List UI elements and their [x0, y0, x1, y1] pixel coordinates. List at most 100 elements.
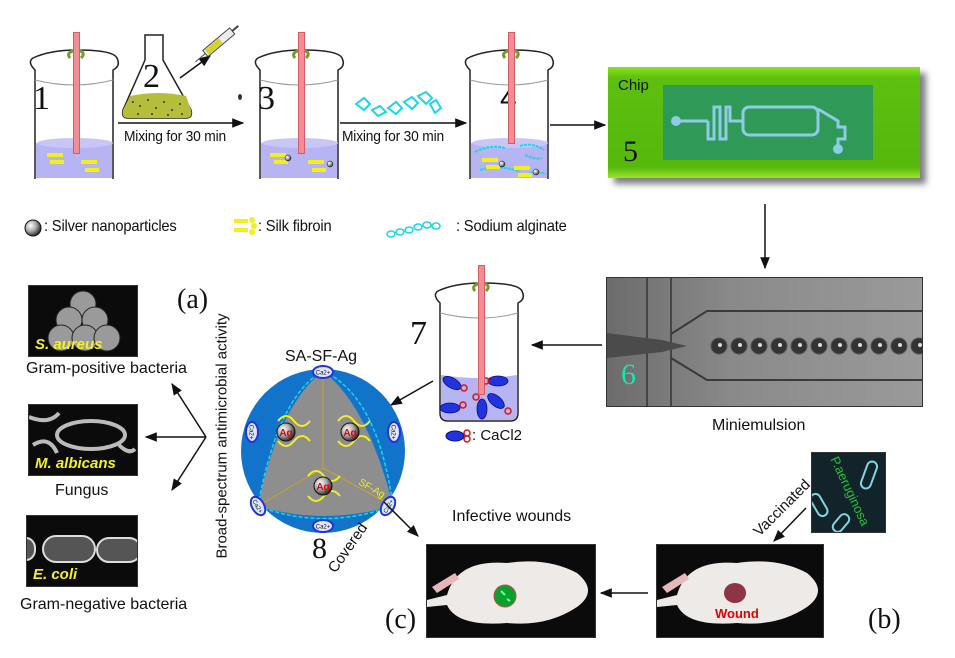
legend-silk-label: : Silk fibroin: [258, 218, 332, 235]
droplet-highlight: [838, 343, 842, 347]
stir-rod: [73, 32, 80, 154]
p-aeruginosa-micrograph: P.aeruginosa: [811, 452, 886, 533]
miniemulsion-micrograph: 6: [606, 277, 923, 407]
droplet-highlight: [718, 343, 722, 347]
legend-silver-label: : Silver nanoparticles: [44, 218, 177, 235]
caption-fungus: Fungus: [55, 482, 109, 499]
sodium-alginate-icon: [386, 221, 441, 238]
panel-letter-a: (a): [177, 284, 209, 315]
droplet: [910, 337, 922, 355]
sodium-alginate-chain-icon: [354, 90, 443, 118]
silver-core: [313, 476, 333, 496]
ag-label: Ag: [279, 428, 292, 439]
panel-letter-c: (c): [385, 604, 417, 635]
silk-fibroin-icon: [234, 217, 257, 235]
arrow-6-to-7: [530, 340, 602, 350]
arrow-mix-2: [340, 118, 468, 128]
step-number-6: 6: [621, 358, 636, 391]
cocci-cluster-icon: [47, 290, 121, 352]
droplet-channel-icon: [607, 278, 922, 406]
arrow-vaccinated: [773, 507, 807, 542]
caption-gram-negative: Gram-negative bacteria: [20, 596, 188, 613]
step-number-1: 1: [33, 80, 50, 117]
chip-icon: [608, 67, 920, 178]
droplet-highlight: [798, 343, 802, 347]
droplet-highlight: [738, 343, 742, 347]
wounded-mouse-photo: Wound: [656, 544, 824, 638]
legend: : Silver nanoparticles : Silk fibroin : …: [20, 214, 620, 242]
wound-label: Wound: [715, 606, 759, 621]
droplet-highlight: [858, 343, 862, 347]
arrow-b-to-c: [599, 588, 648, 598]
calcium-ion: [387, 421, 401, 443]
step-number-5: 5: [623, 135, 638, 168]
cacl2-legend-label: : CaCl2: [472, 427, 523, 444]
arrow-to-chip: [550, 120, 607, 130]
microfluidic-chip: Chip 5: [608, 67, 920, 178]
stir-rod: [508, 32, 515, 144]
arrow-7-to-8: [389, 380, 434, 406]
step-number-7: 7: [410, 315, 427, 352]
hyphae-icon: [29, 411, 137, 454]
mouse-wound-icon: [657, 561, 818, 624]
flask-icon: [121, 34, 193, 119]
silver-core: [340, 422, 360, 442]
beaker-step-7: 7: [410, 263, 530, 423]
treated-mouse-photo: [426, 544, 596, 638]
calcium-ion: [245, 421, 259, 443]
mouse-covered-icon: [427, 561, 588, 624]
ag-label: Ag: [343, 428, 356, 439]
step-number-3: 3: [258, 80, 275, 117]
rod-bacteria-icon: [27, 535, 137, 563]
stir-rod: [298, 32, 305, 154]
silver-core: [276, 422, 296, 442]
droplet-highlight: [758, 343, 762, 347]
miniemulsion-caption: Miniemulsion: [712, 417, 806, 434]
calcium-ion: [312, 365, 334, 379]
beaker-7-icon: [434, 281, 525, 422]
antimicrobial-arrows: [144, 382, 207, 492]
m-albicans-micrograph: M. albicans: [28, 404, 138, 476]
s-aureus-micrograph: S. aureus: [28, 285, 138, 357]
microbe-name-e-coli: E. coli: [33, 566, 78, 583]
cacl2-icon: [445, 429, 471, 443]
e-coli-micrograph: E. coli: [26, 515, 138, 587]
droplet-highlight: [878, 343, 882, 347]
step-number-8: 8: [312, 532, 327, 565]
broad-spectrum-vertical-label: Broad-spectrum antimicrobial activity: [213, 313, 231, 559]
mixing-label-2: Mixing for 30 min: [342, 128, 444, 145]
beaker-step-4: 4: [460, 30, 560, 180]
calcium-ion-label: Ca2+: [316, 371, 331, 377]
calcium-ion-label: Ca2+: [316, 525, 331, 531]
arrow-mix-1: [118, 118, 245, 128]
calcium-ion: [312, 519, 334, 533]
chip-title: Chip: [618, 77, 649, 94]
rod-pathogen-icon: [812, 460, 879, 532]
arrow-chip-to-6: [760, 204, 770, 270]
microbe-name-s-aureus: S. aureus: [35, 336, 103, 353]
calcium-ion-label: Ca2+: [248, 425, 254, 440]
beaker-step-3: 3: [250, 30, 350, 180]
droplet-highlight: [778, 343, 782, 347]
sa-sf-ag-title: SA-SF-Ag: [285, 348, 358, 365]
microbe-name-m-albicans: M. albicans: [35, 455, 116, 472]
step-number-2: 2: [143, 58, 160, 95]
droplet-highlight: [918, 343, 922, 347]
mixing-label-1: Mixing for 30 min: [124, 128, 226, 145]
flask-step-2: 2: [118, 30, 198, 120]
ag-label: Ag: [316, 482, 329, 493]
stir-rod: [478, 265, 485, 395]
caption-gram-positive: Gram-positive bacteria: [26, 360, 187, 377]
legend-alginate-label: : Sodium alginate: [456, 218, 567, 235]
arrow-8-to-c: [383, 501, 419, 537]
syringe-icon: [179, 25, 242, 100]
calcium-ion: [249, 495, 267, 517]
panel-letter-b: (b): [868, 604, 901, 635]
droplet-highlight: [898, 343, 902, 347]
calcium-ion-label: Ca2+: [390, 425, 396, 440]
silver-nanoparticle-icon: [24, 219, 42, 237]
beaker-step-1: 1: [25, 30, 125, 180]
droplet-highlight: [818, 343, 822, 347]
infective-wounds-title: Infective wounds: [452, 508, 572, 525]
